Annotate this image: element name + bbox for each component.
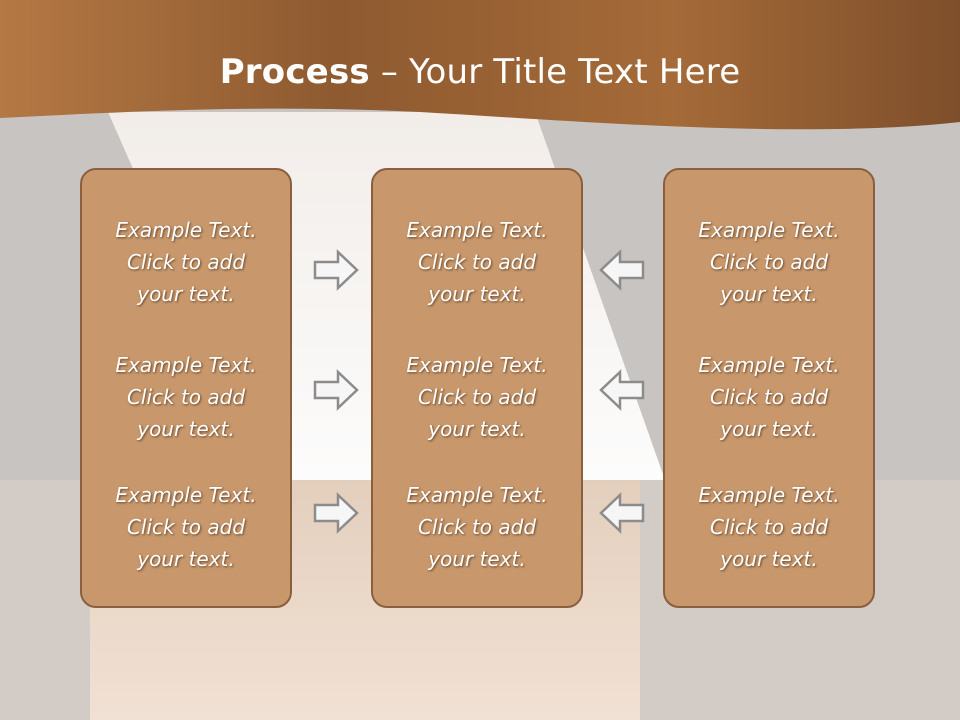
process-panel-right[interactable]: Example Text. Click to add your text. Ex…	[663, 168, 875, 608]
text-line: Click to add	[709, 250, 829, 274]
text-line: Click to add	[126, 250, 246, 274]
text-block[interactable]: Example Text. Click to add your text.	[82, 349, 290, 445]
text-line: Example Text.	[115, 483, 257, 507]
text-line: Click to add	[417, 250, 537, 274]
text-line: your text.	[720, 282, 818, 306]
text-line: your text.	[720, 547, 818, 571]
right-arrow-icon	[313, 492, 359, 534]
text-block[interactable]: Example Text. Click to add your text.	[82, 479, 290, 575]
text-line: Example Text.	[698, 353, 840, 377]
right-arrow-icon	[313, 369, 359, 411]
title-rest: – Your Title Text Here	[369, 52, 741, 92]
text-line: Example Text.	[406, 353, 548, 377]
text-block[interactable]: Example Text. Click to add your text.	[665, 349, 873, 445]
text-line: your text.	[137, 547, 235, 571]
text-line: Example Text.	[406, 483, 548, 507]
text-line: your text.	[428, 417, 526, 441]
text-line: Click to add	[709, 385, 829, 409]
text-line: your text.	[428, 547, 526, 571]
text-block[interactable]: Example Text. Click to add your text.	[373, 214, 581, 310]
text-block[interactable]: Example Text. Click to add your text.	[665, 479, 873, 575]
text-block[interactable]: Example Text. Click to add your text.	[665, 214, 873, 310]
text-line: your text.	[137, 417, 235, 441]
text-line: your text.	[428, 282, 526, 306]
text-line: Example Text.	[115, 218, 257, 242]
left-arrow-icon	[599, 492, 645, 534]
text-line: Example Text.	[698, 218, 840, 242]
title-bold: Process	[219, 52, 370, 92]
text-line: Example Text.	[698, 483, 840, 507]
text-block[interactable]: Example Text. Click to add your text.	[82, 214, 290, 310]
left-arrow-icon	[599, 369, 645, 411]
process-panel-left[interactable]: Example Text. Click to add your text. Ex…	[80, 168, 292, 608]
text-line: Example Text.	[115, 353, 257, 377]
slide-title: Process – Your Title Text Here	[0, 52, 960, 92]
text-line: your text.	[137, 282, 235, 306]
text-block[interactable]: Example Text. Click to add your text.	[373, 479, 581, 575]
text-line: Click to add	[417, 385, 537, 409]
text-block[interactable]: Example Text. Click to add your text.	[373, 349, 581, 445]
text-line: your text.	[720, 417, 818, 441]
text-line: Click to add	[709, 515, 829, 539]
text-line: Click to add	[126, 515, 246, 539]
text-line: Click to add	[126, 385, 246, 409]
right-arrow-icon	[313, 249, 359, 291]
process-panel-center[interactable]: Example Text. Click to add your text. Ex…	[371, 168, 583, 608]
text-line: Example Text.	[406, 218, 548, 242]
left-arrow-icon	[599, 249, 645, 291]
text-line: Click to add	[417, 515, 537, 539]
